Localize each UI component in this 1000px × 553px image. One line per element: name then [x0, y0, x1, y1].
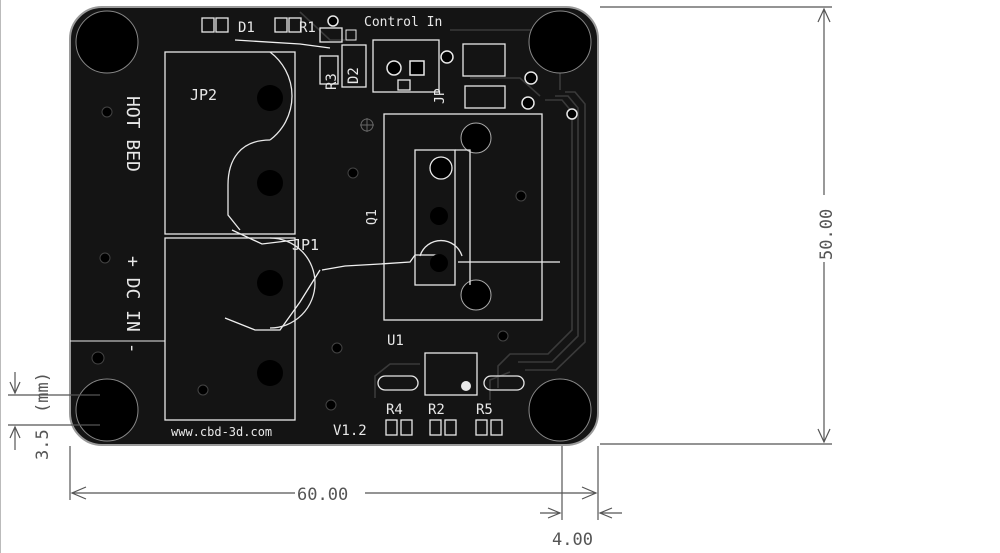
u1-footprint: [377, 352, 525, 396]
label-r5: R5: [476, 402, 493, 418]
q1-heatsink: [383, 113, 543, 321]
label-dc-in: + DC IN -: [122, 256, 143, 354]
resistor-footprints: [385, 419, 503, 436]
mounting-hole-bottom-right: [528, 378, 592, 442]
copper-traces: [299, 11, 586, 400]
label-control-in: Control In: [364, 15, 442, 30]
d2-footprint: [341, 29, 367, 88]
pcb-board: [69, 6, 599, 446]
control-in-connector: [372, 39, 440, 93]
dimension-hole-offset: 4.00: [540, 446, 622, 550]
top-footprints: [201, 15, 343, 85]
label-r1: R1: [299, 20, 316, 36]
label-hot-bed: HOT BED: [122, 96, 143, 172]
label-q1: Q1: [365, 209, 380, 225]
vias: [91, 106, 527, 411]
mounting-hole-top-right: [528, 10, 592, 74]
dimension-height-label: 50.00: [817, 209, 837, 260]
label-jp2: JP2: [190, 86, 217, 104]
mounting-holes: [75, 10, 592, 442]
silk-traces: [224, 39, 560, 331]
label-jp-small: JP: [433, 88, 448, 104]
label-r2: R2: [428, 402, 445, 418]
dimension-hole-offset-label: 4.00: [552, 530, 593, 550]
label-d1: D1: [238, 20, 255, 36]
mounting-hole-top-left: [75, 10, 139, 74]
jp-header-small: [440, 43, 578, 120]
dimension-width: 60.00: [69, 446, 599, 505]
label-jp1: JP1: [292, 236, 319, 254]
label-r4: R4: [386, 402, 403, 418]
jp1-terminal: [164, 237, 316, 421]
label-d2: D2: [346, 67, 362, 84]
label-u1: U1: [387, 333, 404, 349]
mounting-hole-bottom-left: [75, 378, 139, 442]
dimension-hole-margin-label: 3.5: [33, 429, 53, 460]
label-url: www.cbd-3d.com: [171, 425, 272, 439]
dimension-hole-margin: 3.5 (mm): [8, 372, 100, 460]
dimension-height: 50.00: [600, 6, 837, 445]
dimension-width-label: 60.00: [297, 485, 348, 505]
dimension-units-label: (mm): [33, 372, 53, 413]
label-r3: R3: [324, 73, 340, 90]
label-version: V1.2: [333, 423, 367, 439]
jp2-terminal: [164, 51, 296, 235]
